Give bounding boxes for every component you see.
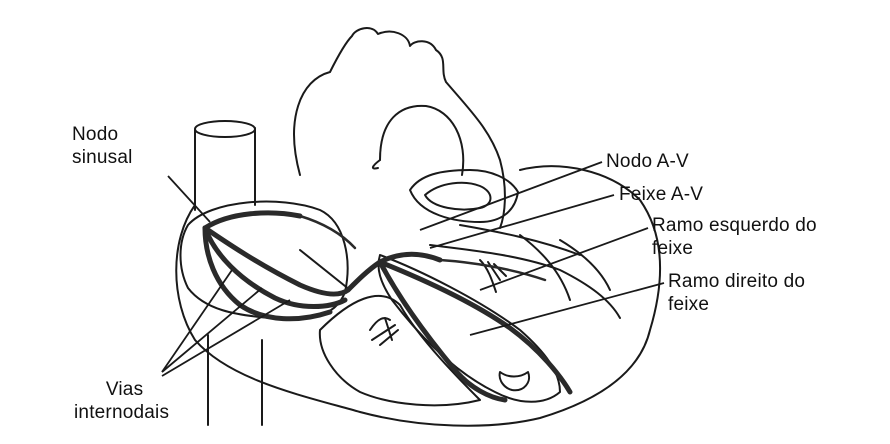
- right-ventricle: [320, 296, 480, 405]
- label-vias-internodais-line2: internodais: [74, 401, 169, 424]
- label-nodo-sinusal-line2: sinusal: [72, 146, 133, 169]
- label-vias-internodais-line1: Vias: [80, 378, 169, 401]
- superior-vena-cava: [195, 128, 255, 210]
- leader-ramo-esquerdo: [480, 228, 648, 290]
- label-ramo-direito: Ramo direito do feixe: [668, 270, 805, 316]
- label-ramo-direito-line1: Ramo direito do: [668, 270, 805, 293]
- right-atrium: [181, 202, 348, 320]
- heart-outline: [176, 166, 660, 425]
- label-nodo-av: Nodo A-V: [606, 150, 689, 173]
- ramo-esquerdo-branch: [380, 262, 570, 392]
- label-ramo-esquerdo: Ramo esquerdo do feixe: [652, 214, 817, 260]
- nodo-sinusal-node: [205, 213, 300, 228]
- label-ramo-direito-line2: feixe: [668, 293, 805, 316]
- label-ramo-esquerdo-line1: Ramo esquerdo do: [652, 214, 817, 237]
- label-nodo-sinusal-line1: Nodo: [72, 123, 133, 146]
- label-ramo-esquerdo-line2: feixe: [652, 237, 817, 260]
- aorta: [294, 28, 505, 228]
- leader-feixe-av: [430, 195, 614, 248]
- label-feixe-av: Feixe A-V: [619, 183, 703, 206]
- label-nodo-sinusal: Nodo sinusal: [72, 123, 133, 169]
- label-vias-internodais: Vias internodais: [80, 378, 169, 424]
